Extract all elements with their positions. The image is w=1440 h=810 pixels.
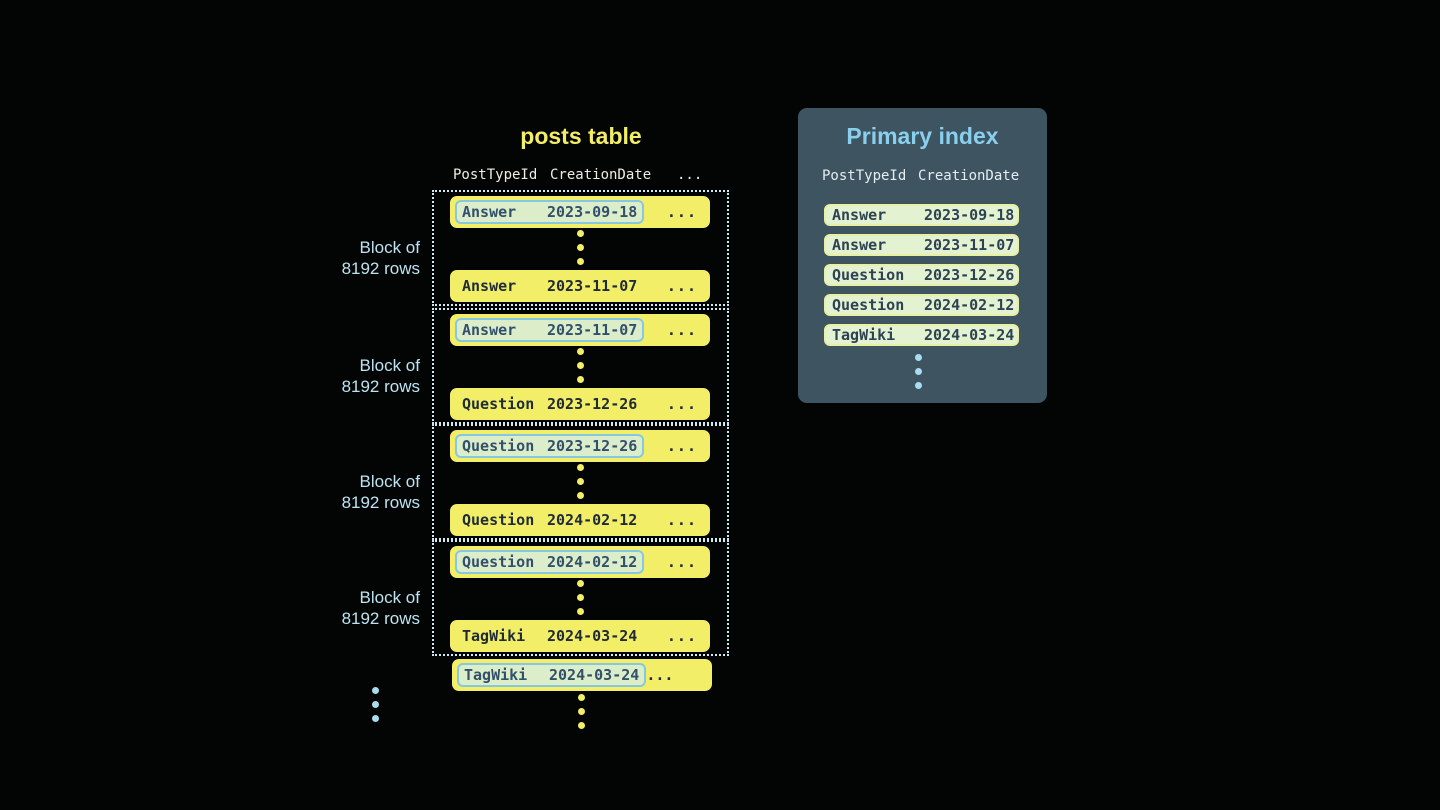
- index-entry: Answer 2023-09-18: [824, 204, 1019, 226]
- table-row: Question 2023-12-26 ...: [450, 388, 710, 420]
- block-label-3: Block of 8192 rows: [341, 472, 420, 512]
- column-header-ellipsis: ...: [677, 167, 703, 183]
- row-block-4: Question 2024-02-12 ... TagWiki 2024-03-…: [432, 540, 729, 656]
- row-more-columns: ...: [666, 395, 697, 413]
- vertical-ellipsis-icon: [915, 354, 922, 389]
- table-row: Answer 2023-09-18 ...: [450, 196, 710, 228]
- primary-index-column-headers: PostTypeId CreationDate: [822, 168, 1022, 184]
- vertical-ellipsis-icon: [577, 464, 584, 499]
- table-row: Answer 2023-11-07 ...: [450, 314, 710, 346]
- index-marked-cell: Question 2023-12-26: [455, 434, 645, 458]
- posts-table-column-headers: PostTypeId CreationDate ...: [453, 167, 713, 183]
- row-more-columns: ...: [666, 203, 697, 221]
- row-more-columns: ...: [666, 511, 697, 529]
- block-label-2: Block of 8192 rows: [341, 356, 420, 396]
- table-row: Question 2024-02-12 ...: [450, 504, 710, 536]
- primary-index-title: Primary index: [846, 123, 999, 149]
- column-header-creationdate: CreationDate: [918, 168, 1020, 184]
- row-more-columns: ...: [646, 666, 674, 684]
- block-label-4: Block of 8192 rows: [341, 588, 420, 628]
- index-marked-cell: TagWiki 2024-03-24: [457, 663, 647, 687]
- index-entry: TagWiki 2024-03-24: [824, 324, 1019, 346]
- row-block-3: Question 2023-12-26 ... Question 2024-02…: [432, 424, 729, 540]
- column-header-creationdate: CreationDate: [550, 167, 652, 183]
- vertical-ellipsis-icon: [577, 230, 584, 265]
- column-header-posttypeid: PostTypeId: [822, 168, 907, 184]
- vertical-ellipsis-icon: [577, 580, 584, 615]
- row-more-columns: ...: [666, 277, 697, 295]
- vertical-ellipsis-icon: [578, 694, 585, 729]
- row-block-2: Answer 2023-11-07 ... Question 2023-12-2…: [432, 308, 729, 424]
- vertical-ellipsis-icon: [577, 348, 584, 383]
- row-block-1: Answer 2023-09-18 ... Answer 2023-11-07 …: [432, 190, 729, 306]
- block-label-1: Block of 8192 rows: [341, 238, 420, 278]
- index-entry: Answer 2023-11-07: [824, 234, 1019, 256]
- row-more-columns: ...: [666, 627, 697, 645]
- index-marked-cell: Question 2024-02-12: [455, 550, 645, 574]
- primary-index-panel: Primary index PostTypeId CreationDate An…: [798, 108, 1047, 403]
- table-row: Question 2023-12-26 ...: [450, 430, 710, 462]
- index-entry: Question 2023-12-26: [824, 264, 1019, 286]
- row-more-columns: ...: [666, 437, 697, 455]
- index-entry: Question 2024-02-12: [824, 294, 1019, 316]
- table-row: TagWiki 2024-03-24 ...: [450, 620, 710, 652]
- row-more-columns: ...: [666, 553, 697, 571]
- table-row: Question 2024-02-12 ...: [450, 546, 710, 578]
- row-more-columns: ...: [666, 321, 697, 339]
- vertical-ellipsis-icon: [372, 687, 379, 722]
- table-row: Answer 2023-11-07 ...: [450, 270, 710, 302]
- column-header-posttypeid: PostTypeId: [453, 167, 538, 183]
- index-marked-cell: Answer 2023-11-07: [455, 318, 645, 342]
- table-row: TagWiki 2024-03-24 ...: [452, 659, 712, 691]
- index-marked-cell: Answer 2023-09-18: [455, 200, 645, 224]
- posts-table-title: posts table: [520, 123, 642, 149]
